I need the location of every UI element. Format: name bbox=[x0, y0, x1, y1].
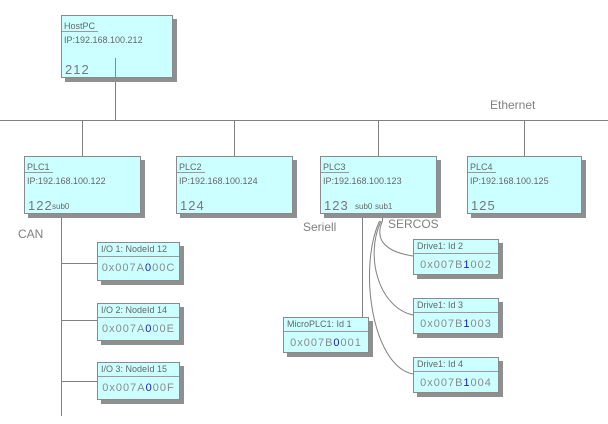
drive-id4-title: Drive1: Id 4 bbox=[414, 358, 498, 372]
microplc1-title: MicroPLC1: Id 1 bbox=[284, 318, 368, 332]
node-hostpc[interactable]: HostPC IP:192.168.100.212 212 bbox=[61, 15, 173, 78]
microplc1-address: 0x007B0001 bbox=[290, 337, 362, 349]
plc1-sub0-port: sub0 bbox=[52, 202, 70, 211]
io2-title: I/O 2: NodeId 14 bbox=[98, 304, 179, 318]
node-io1[interactable]: I/O 1: NodeId 12 0x007A000C bbox=[97, 242, 180, 281]
plc2-number: 124 bbox=[180, 198, 205, 213]
plc2-ip: IP:192.168.100.124 bbox=[179, 176, 258, 186]
node-plc3[interactable]: PLC3 IP:192.168.100.123 123 sub0 sub1 bbox=[320, 156, 437, 214]
node-io2[interactable]: I/O 2: NodeId 14 0x007A000E bbox=[97, 303, 180, 341]
hostpc-ip: IP:192.168.100.212 bbox=[64, 35, 143, 45]
sercos-curve-drive3 bbox=[373, 220, 414, 316]
plc4-title: PLC4 bbox=[468, 161, 496, 173]
node-drive-id4[interactable]: Drive1: Id 4 0x007B1004 bbox=[413, 357, 499, 393]
io1-title: I/O 1: NodeId 12 bbox=[98, 243, 179, 257]
io3-address: 0x007A000F bbox=[102, 382, 175, 394]
io1-address: 0x007A000C bbox=[101, 262, 176, 274]
seriell-label: Seriell bbox=[303, 220, 337, 234]
node-io3[interactable]: I/O 3: NodeId 15 0x007A000F bbox=[97, 362, 180, 400]
io3-title: I/O 3: NodeId 15 bbox=[98, 363, 179, 377]
hostpc-number: 212 bbox=[65, 62, 90, 77]
node-plc2[interactable]: PLC2 IP:192.168.100.124 124 bbox=[176, 156, 293, 214]
sercos-curve-drive2 bbox=[379, 220, 414, 257]
node-microplc1[interactable]: MicroPLC1: Id 1 0x007B0001 bbox=[283, 317, 369, 353]
plc1-title: PLC1 bbox=[25, 161, 53, 173]
node-plc1[interactable]: PLC1 IP:192.168.100.122 122 sub0 bbox=[24, 156, 141, 214]
drive-id3-title: Drive1: Id 3 bbox=[414, 299, 498, 313]
io2-address: 0x007A000E bbox=[101, 323, 175, 335]
plc3-sub0-port: sub0 bbox=[355, 202, 373, 211]
sercos-label: SERCOS bbox=[388, 217, 439, 231]
plc3-title: PLC3 bbox=[321, 161, 349, 173]
ethernet-label: Ethernet bbox=[490, 98, 536, 112]
drive-id2-address: 0x007B1002 bbox=[420, 259, 492, 271]
plc1-ip: IP:192.168.100.122 bbox=[27, 176, 106, 186]
plc4-number: 125 bbox=[471, 198, 496, 213]
plc3-sub1-port: sub1 bbox=[375, 202, 393, 211]
plc1-number: 122 bbox=[28, 198, 53, 213]
node-plc4[interactable]: PLC4 IP:192.168.100.125 125 bbox=[467, 156, 582, 214]
hostpc-title: HostPC bbox=[62, 20, 99, 32]
can-label: CAN bbox=[18, 227, 44, 241]
plc2-title: PLC2 bbox=[177, 161, 205, 173]
drive-id4-address: 0x007B1004 bbox=[420, 377, 492, 389]
drive-id2-title: Drive1: Id 2 bbox=[414, 240, 498, 254]
plc3-number: 123 bbox=[324, 198, 349, 213]
sercos-curve-drive4 bbox=[369, 220, 414, 375]
hostpc-port-tick bbox=[115, 58, 116, 77]
drive-id3-address: 0x007B1003 bbox=[420, 318, 492, 330]
plc4-ip: IP:192.168.100.125 bbox=[470, 176, 549, 186]
node-drive-id3[interactable]: Drive1: Id 3 0x007B1003 bbox=[413, 298, 499, 334]
plc3-ip: IP:192.168.100.123 bbox=[323, 176, 402, 186]
node-drive-id2[interactable]: Drive1: Id 2 0x007B1002 bbox=[413, 239, 499, 275]
